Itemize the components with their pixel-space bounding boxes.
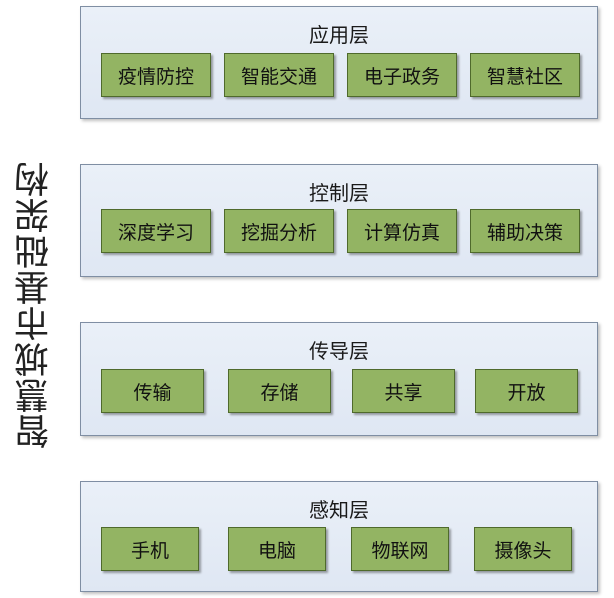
layer-control: 控制层 深度学习 挖掘分析 计算仿真 辅助决策 bbox=[80, 164, 598, 277]
layer-item: 共享 bbox=[352, 369, 455, 413]
layer-title: 应用层 bbox=[309, 23, 369, 47]
layer-item: 电子政务 bbox=[347, 53, 457, 97]
layer-title: 传导层 bbox=[309, 339, 369, 363]
layer-title: 控制层 bbox=[309, 181, 369, 205]
layer-application: 应用层 疫情防控 智能交通 电子政务 智慧社区 bbox=[80, 6, 598, 119]
layer-item: 计算仿真 bbox=[347, 209, 457, 253]
layer-item: 摄像头 bbox=[474, 527, 572, 571]
layer-transmission: 传导层 传输 存储 共享 开放 bbox=[80, 322, 598, 436]
architecture-title: 智慧城市基础架构 bbox=[6, 150, 62, 460]
layer-item: 电脑 bbox=[228, 527, 326, 571]
layer-item: 挖掘分析 bbox=[224, 209, 334, 253]
architecture-title-text: 智慧城市基础架构 bbox=[14, 161, 55, 449]
layer-title: 感知层 bbox=[309, 498, 369, 522]
layer-item: 深度学习 bbox=[101, 209, 211, 253]
layer-item: 物联网 bbox=[351, 527, 449, 571]
layer-item: 传输 bbox=[101, 369, 204, 413]
layer-item: 存储 bbox=[228, 369, 331, 413]
layer-item: 智慧社区 bbox=[470, 53, 580, 97]
layer-item: 手机 bbox=[101, 527, 199, 571]
layer-item: 辅助决策 bbox=[470, 209, 580, 253]
layer-item: 开放 bbox=[475, 369, 578, 413]
layer-item: 疫情防控 bbox=[101, 53, 211, 97]
layer-item: 智能交通 bbox=[224, 53, 334, 97]
layer-perception: 感知层 手机 电脑 物联网 摄像头 bbox=[80, 481, 598, 592]
